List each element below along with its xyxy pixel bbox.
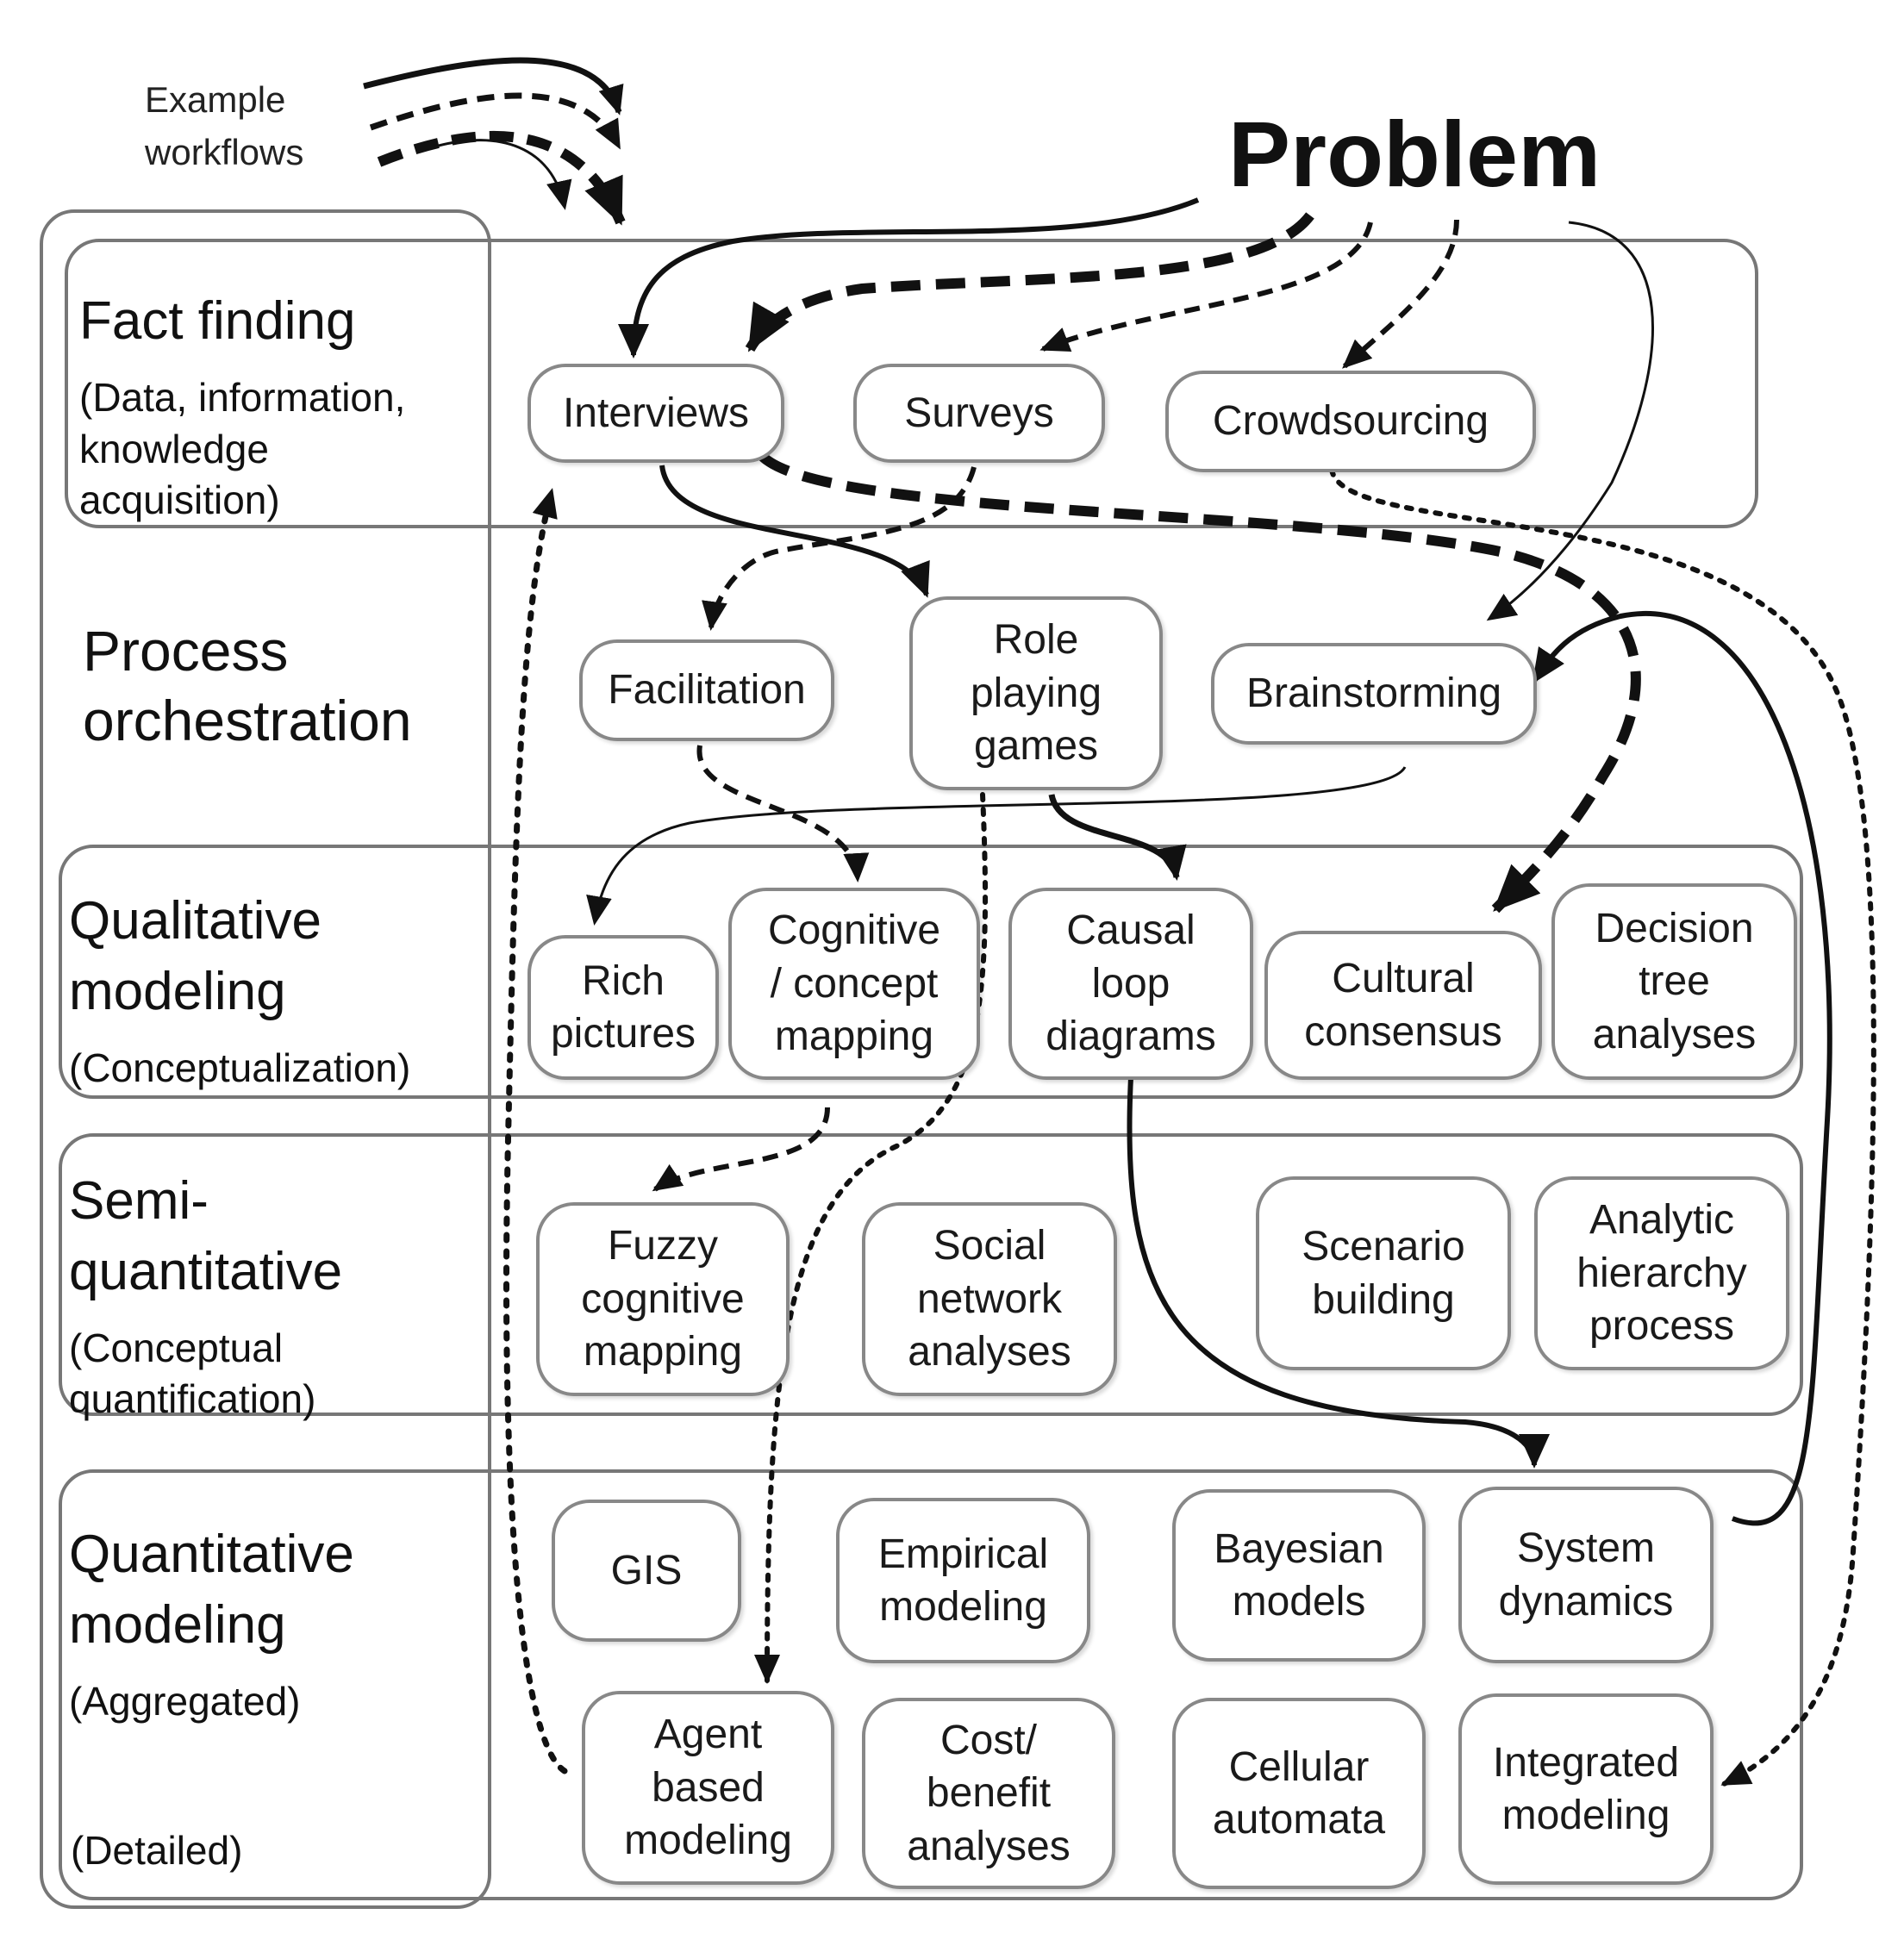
- node-rich-pictures[interactable]: Rich pictures: [528, 935, 719, 1080]
- node-interviews[interactable]: Interviews: [528, 364, 784, 463]
- category-subtitle: (Conceptualization): [69, 1045, 411, 1090]
- node-analytic-hierarchy-process[interactable]: Analytic hierarchy process: [1534, 1176, 1789, 1370]
- node-cost-benefit-analyses[interactable]: Cost/ benefit analyses: [862, 1698, 1115, 1889]
- node-fuzzy-cognitive-mapping[interactable]: Fuzzy cognitive mapping: [536, 1202, 790, 1396]
- arrow-interviews-cultural: [758, 452, 1641, 914]
- category-subtitle: (Aggregated): [69, 1678, 301, 1724]
- node-surveys[interactable]: Surveys: [853, 364, 1105, 463]
- category-fact-finding: Fact finding (Data, information, knowled…: [79, 271, 405, 542]
- arrow-agentbased-interviews: [503, 488, 568, 1774]
- category-semi-quantitative: Semi- quantitative (Conceptual quantific…: [69, 1151, 342, 1441]
- node-bayesian-models[interactable]: Bayesian models: [1172, 1489, 1426, 1662]
- arrow-problem-interviews: [618, 197, 1200, 359]
- arrow-interviews-roleplaying: [659, 465, 930, 598]
- category-qualitative-modeling: Qualitative modeling (Conceptualization): [69, 870, 410, 1109]
- arrow-causal-systemdynamics: [1127, 1076, 1550, 1469]
- category-heading: Quantitative modeling: [69, 1525, 354, 1655]
- arrow-problem-brainstorming: [1486, 221, 1654, 621]
- legend-arrow-dashed: [369, 92, 622, 150]
- node-role-playing-games[interactable]: Role playing games: [909, 596, 1163, 790]
- category-subtitle: (Detailed): [71, 1828, 243, 1873]
- node-social-network-analyses[interactable]: Social network analyses: [862, 1202, 1117, 1396]
- category-quantitative-modeling: Quantitative modeling (Aggregated): [69, 1504, 354, 1743]
- legend-label: Example workflows: [145, 79, 304, 172]
- arrow-facilitation-cognitive: [696, 745, 870, 882]
- problem-title: Problem: [1228, 102, 1601, 206]
- node-decision-tree-analyses[interactable]: Decision tree analyses: [1551, 883, 1797, 1080]
- arrow-problem-interviews-dashed: [745, 212, 1314, 352]
- category-heading: Semi- quantitative: [69, 1171, 343, 1301]
- category-subtitle: (Data, information, knowledge acquisitio…: [79, 374, 406, 523]
- category-subtitle: (Conceptual quantification): [69, 1325, 316, 1422]
- arrow-cognitive-fuzzy: [652, 1107, 830, 1192]
- node-agent-based-modeling[interactable]: Agent based modeling: [582, 1691, 834, 1885]
- arrow-crowdsourcing-integrated: [1329, 467, 1876, 1787]
- band-qualitative-modeling: [59, 845, 1803, 1099]
- arrow-roleplaying-agentbased: [754, 792, 989, 1684]
- category-column: [40, 209, 491, 1909]
- arrow-systemdynamics-brainstorming: [1532, 611, 1832, 1526]
- arrow-roleplaying-causal: [1048, 794, 1187, 881]
- category-process-orchestration: Process orchestration: [83, 601, 412, 770]
- node-causal-loop-diagrams[interactable]: Causal loop diagrams: [1008, 888, 1253, 1080]
- category-heading: Fact finding: [79, 291, 356, 351]
- band-semi-quantitative: [59, 1133, 1803, 1416]
- node-cultural-consensus[interactable]: Cultural consensus: [1264, 931, 1542, 1080]
- legend-arrow-heavy-dashed: [377, 130, 626, 226]
- node-cellular-automata[interactable]: Cellular automata: [1172, 1698, 1426, 1889]
- category-heading: Qualitative modeling: [69, 891, 321, 1021]
- arrow-brainstorming-richpictures: [586, 766, 1407, 926]
- node-scenario-building[interactable]: Scenario building: [1256, 1176, 1511, 1370]
- node-empirical-modeling[interactable]: Empirical modeling: [836, 1498, 1090, 1663]
- node-cognitive-concept-mapping[interactable]: Cognitive / concept mapping: [728, 888, 980, 1080]
- node-brainstorming[interactable]: Brainstorming: [1211, 643, 1537, 745]
- legend-arrow-solid: [363, 57, 624, 115]
- node-gis[interactable]: GIS: [552, 1500, 741, 1642]
- arrow-problem-crowdsourcing: [1342, 219, 1459, 369]
- node-crowdsourcing[interactable]: Crowdsourcing: [1165, 371, 1536, 472]
- node-facilitation[interactable]: Facilitation: [579, 639, 834, 741]
- category-detailed: (Detailed): [71, 1810, 242, 1893]
- band-quantitative-modeling: [59, 1469, 1803, 1900]
- legend-arrow-thin: [434, 139, 572, 210]
- node-system-dynamics[interactable]: System dynamics: [1458, 1487, 1714, 1663]
- node-integrated-modeling[interactable]: Integrated modeling: [1458, 1693, 1714, 1885]
- category-heading: Process orchestration: [83, 619, 412, 752]
- arrow-problem-surveys: [1039, 221, 1373, 352]
